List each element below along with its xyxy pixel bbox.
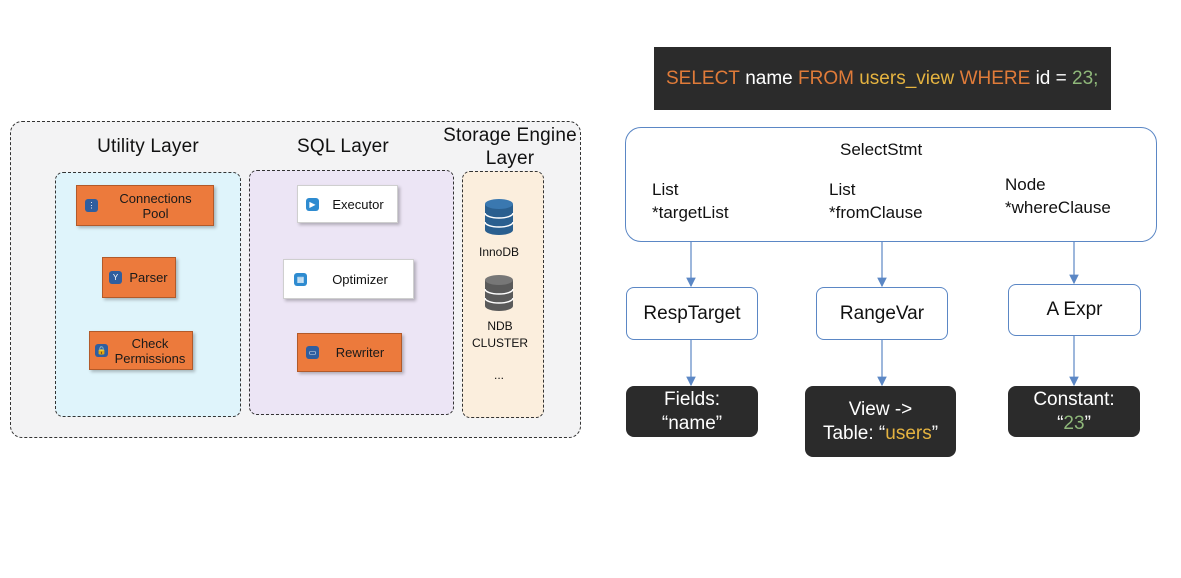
selectstmt-node xyxy=(625,127,1157,242)
sql-layer-title: SQL Layer xyxy=(297,136,389,157)
ndb-database-icon xyxy=(484,274,514,312)
lock-icon: 🔒 xyxy=(95,344,108,357)
rewriter-box: ▭ Rewriter xyxy=(297,333,402,372)
storage-layer-title: Storage Engine Layer xyxy=(443,125,577,169)
more-engines-label: ... xyxy=(493,368,504,382)
innodb-label: InnoDB xyxy=(478,245,520,259)
optimizer-box: ▦ Optimizer xyxy=(283,259,414,299)
view-table-users-leaf: View -> Table: “users” xyxy=(805,386,956,457)
fields-name-leaf: Fields: “name” xyxy=(626,386,758,437)
parser-box: Y Parser xyxy=(102,257,176,298)
rewriter-icon: ▭ xyxy=(306,346,319,359)
a-expr-node: A Expr xyxy=(1008,284,1141,336)
resptarget-node: RespTarget xyxy=(626,287,758,340)
play-icon: ▶ xyxy=(306,197,319,211)
innodb-database-icon xyxy=(484,198,514,236)
optimizer-icon: ▦ xyxy=(294,272,307,286)
whereclause-field: Node *whereClause xyxy=(1005,175,1111,217)
utility-layer-title: Utility Layer xyxy=(97,136,199,157)
connections-icon: ⋮ xyxy=(85,199,98,212)
targetlist-field: List *targetList xyxy=(652,180,729,222)
check-permissions-box: 🔒 Check Permissions xyxy=(89,331,193,370)
fromclause-field: List *fromClause xyxy=(829,180,923,222)
executor-box: ▶ Executor xyxy=(297,185,398,223)
selectstmt-title: SelectStmt xyxy=(840,140,923,159)
connections-pool-box: ⋮ Connections Pool xyxy=(76,185,214,226)
rangevar-node: RangeVar xyxy=(816,287,948,340)
sql-query-bar: SELECT name FROM users_view WHERE id = 2… xyxy=(654,47,1111,110)
parser-icon: Y xyxy=(109,271,122,284)
constant-23-leaf: Constant: “23” xyxy=(1008,386,1140,437)
ndb-cluster-label: NDB CLUSTER xyxy=(471,319,528,350)
